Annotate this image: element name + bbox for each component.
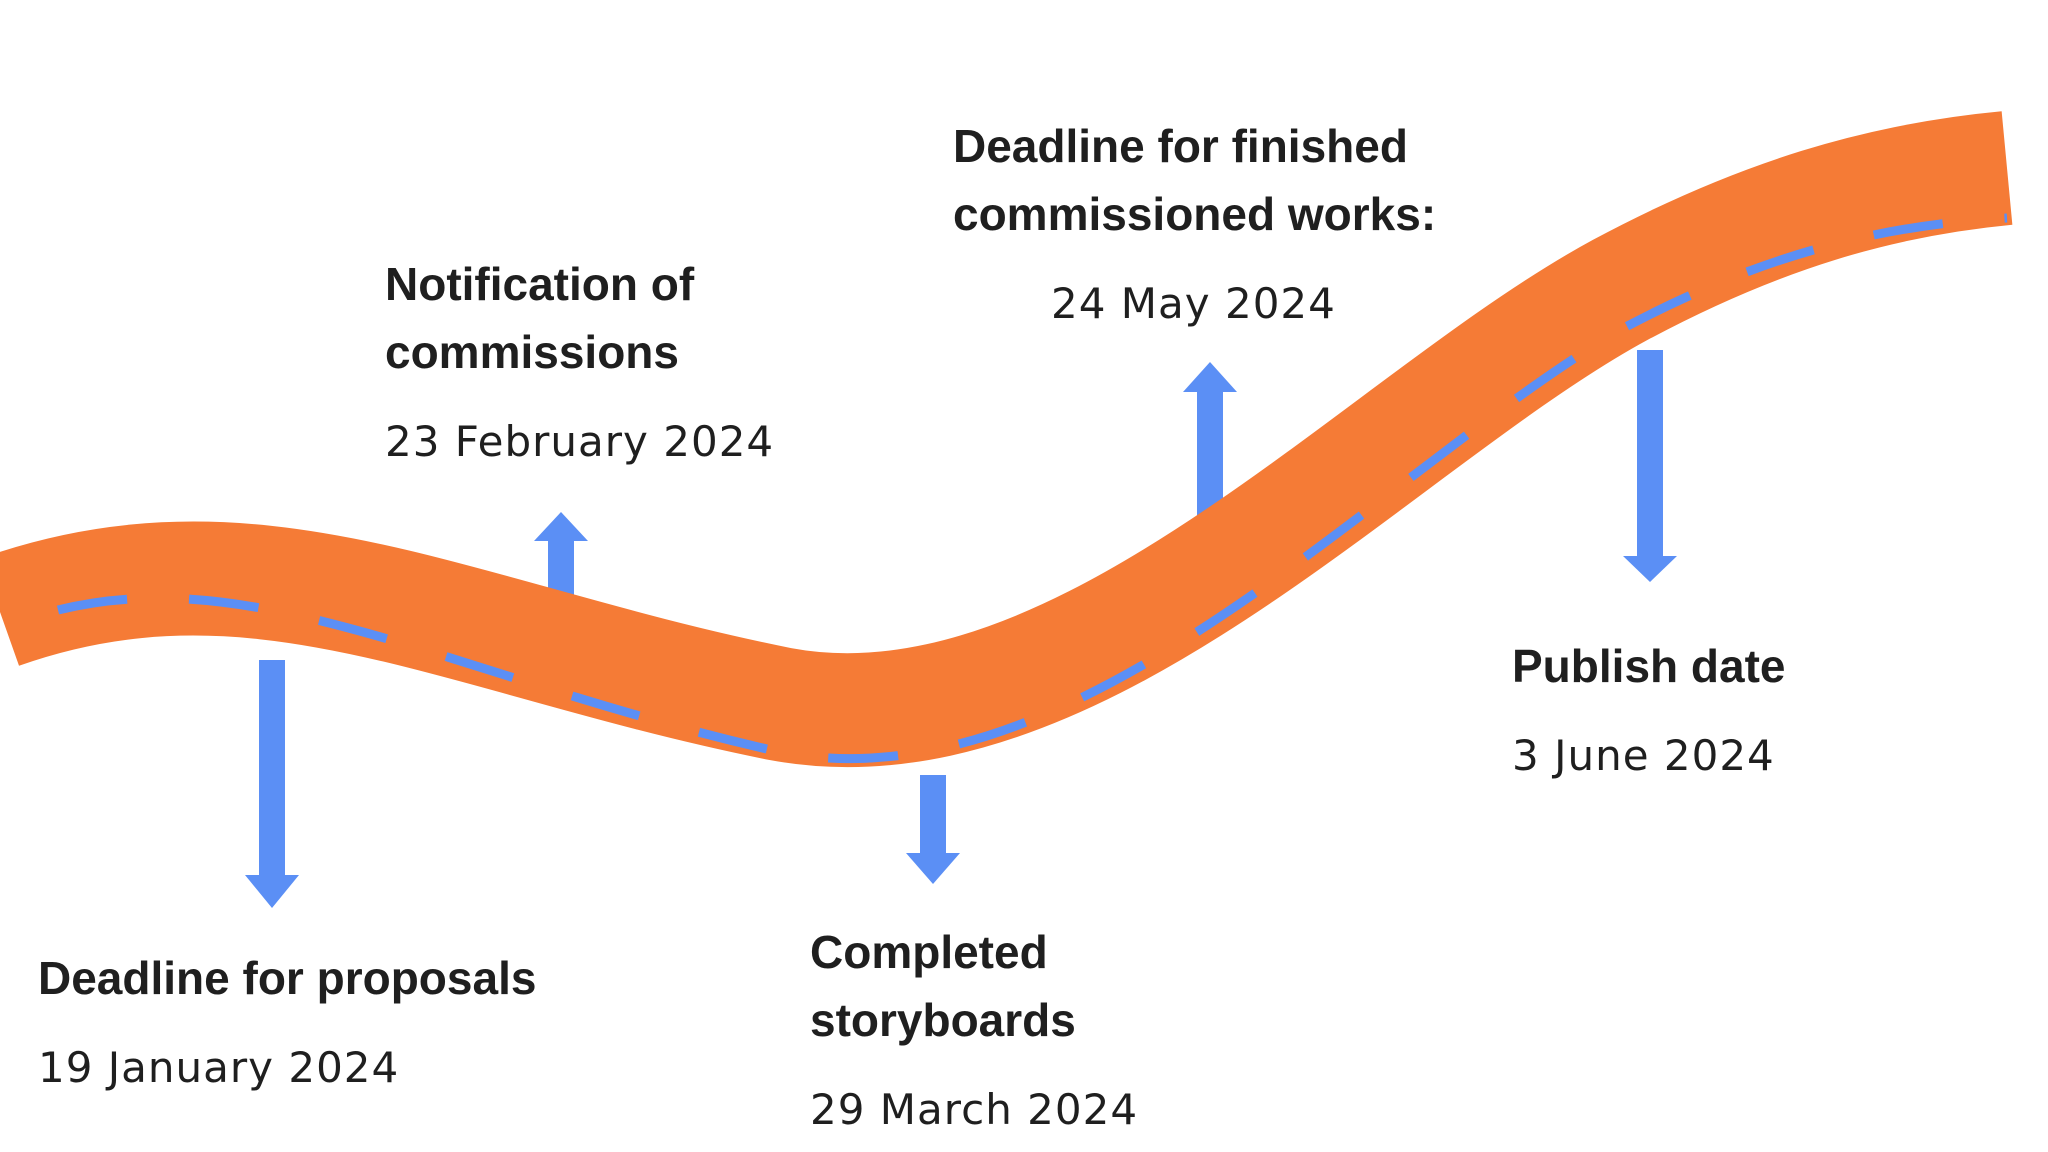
milestone-title: Completed storyboards	[810, 926, 1076, 1046]
milestone-date: 23 February 2024	[385, 417, 775, 466]
arrow-down-publish	[1623, 350, 1677, 582]
milestone-date: 24 May 2024	[1051, 279, 1336, 328]
milestone-notification-of-commissions: Notification of commissions 23 February …	[385, 250, 774, 470]
milestone-title: Deadline for proposals	[38, 952, 537, 1004]
milestone-deadline-for-proposals: Deadline for proposals 19 January 2024	[38, 944, 536, 1096]
milestone-title: Publish date	[1512, 640, 1786, 692]
milestone-date: 19 January 2024	[38, 1043, 400, 1092]
milestone-completed-storyboards: Completed storyboards 29 March 2024	[810, 918, 1138, 1138]
arrow-down-storyboards	[906, 775, 960, 884]
milestone-date: 3 June 2024	[1512, 731, 1775, 780]
milestone-title: Notification of commissions	[385, 258, 695, 378]
road-center-dashes	[56, 213, 2008, 763]
milestone-date: 29 March 2024	[810, 1085, 1139, 1134]
arrow-down-proposals	[245, 660, 299, 908]
milestone-publish-date: Publish date 3 June 2024	[1512, 632, 1785, 784]
road-band	[0, 111, 2013, 767]
milestone-title: Deadline for finished commissioned works…	[953, 120, 1437, 240]
milestone-deadline-for-finished-works: Deadline for finished commissioned works…	[953, 112, 1436, 332]
